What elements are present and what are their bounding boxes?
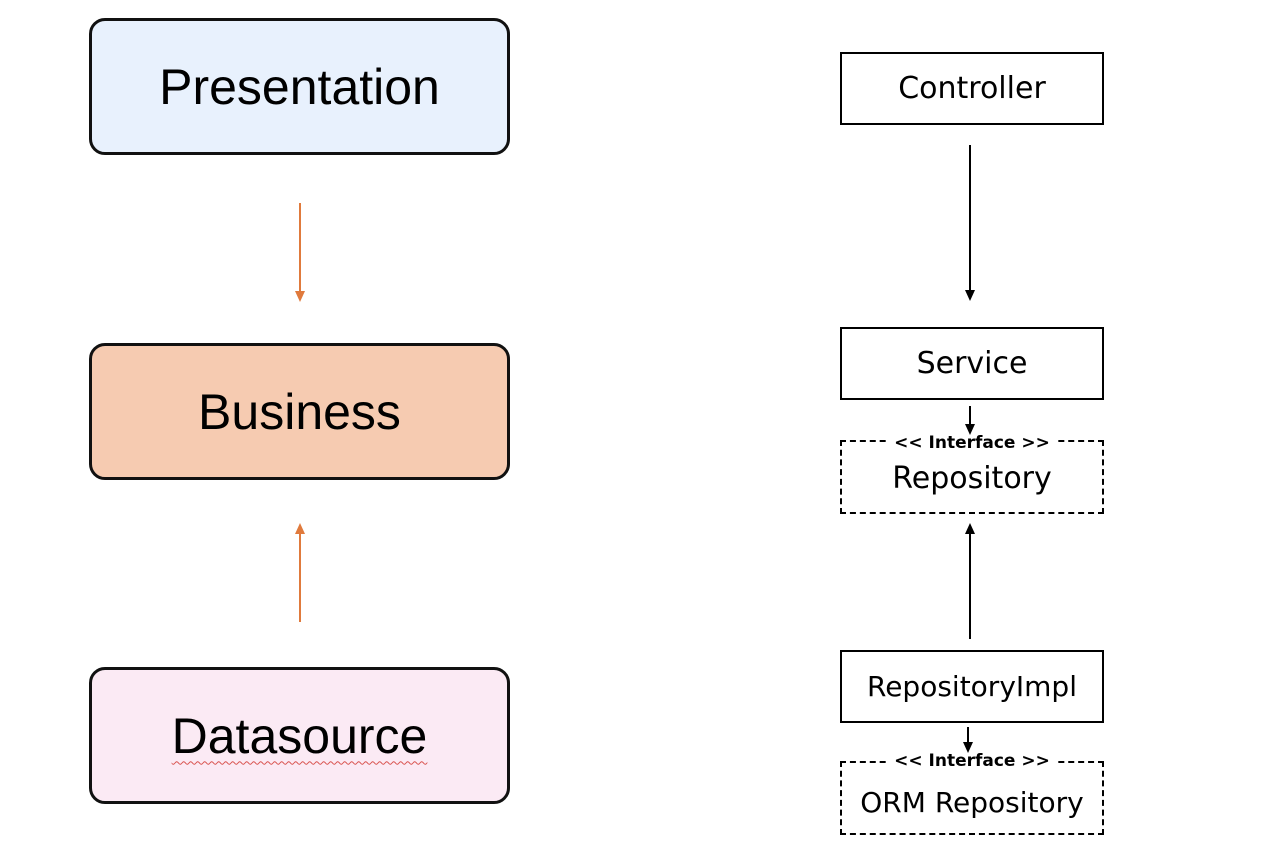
repository-stereotype-label: << Interface >> xyxy=(888,433,1056,453)
business-layer-box: Business xyxy=(89,343,510,480)
repository-label: Repository xyxy=(892,461,1052,496)
datasource-label: Datasource xyxy=(171,707,428,764)
service-label: Service xyxy=(916,346,1028,381)
orm-repository-label: ORM Repository xyxy=(860,786,1084,819)
service-box: Service xyxy=(840,327,1104,400)
presentation-label: Presentation xyxy=(159,58,440,115)
controller-to-service-arrow xyxy=(965,145,975,301)
controller-label: Controller xyxy=(898,71,1046,106)
datasource-to-business-arrow xyxy=(295,523,305,622)
presentation-layer-box: Presentation xyxy=(89,18,510,155)
orm-repository-interface-box: ORM Repository xyxy=(840,761,1104,835)
business-label: Business xyxy=(198,383,401,440)
repository-impl-label: RepositoryImpl xyxy=(867,670,1077,703)
datasource-layer-box: Datasource xyxy=(89,667,510,804)
orm-repository-stereotype-label: << Interface >> xyxy=(888,751,1056,771)
repository-impl-to-orm-repository-arrow xyxy=(963,727,973,753)
presentation-to-business-arrow xyxy=(295,203,305,302)
service-to-repository-arrow xyxy=(965,406,975,435)
orm-repository-stereotype: << Interface >> xyxy=(840,751,1104,771)
controller-box: Controller xyxy=(840,52,1104,125)
repository-stereotype: << Interface >> xyxy=(840,433,1104,453)
repository-impl-box: RepositoryImpl xyxy=(840,650,1104,723)
repository-impl-to-repository-arrow xyxy=(965,523,975,639)
